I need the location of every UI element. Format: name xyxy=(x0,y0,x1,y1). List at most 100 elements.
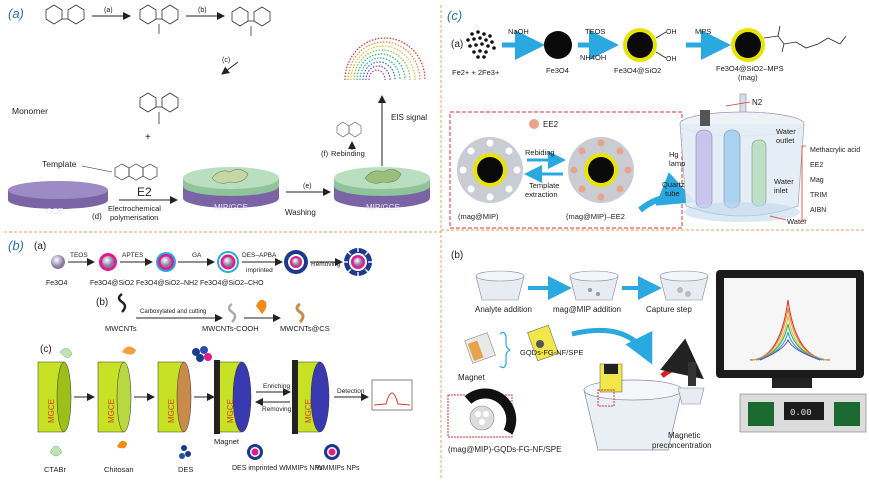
fe3o4-c-label: Fe3O4 xyxy=(546,66,569,75)
mag-mip-ee2-particle xyxy=(568,137,634,203)
fe3o4-sio2-c-label: Fe3O4@SiO2 xyxy=(614,66,661,75)
mgce-label-5: MGCE xyxy=(304,399,313,423)
panel-c-sub-a: (a) xyxy=(451,39,463,50)
arrow-red-magnetic xyxy=(660,338,704,380)
water-outlet-label-1: Water xyxy=(776,127,796,136)
fe3o4-sio2-cho-label: Fe3O4@SiO2–CHO xyxy=(200,280,264,287)
nh4oh-label: NH4OH xyxy=(580,53,606,62)
water-pointer xyxy=(769,215,787,221)
chemical-2: EE2 xyxy=(810,162,823,169)
mgce-electrode-1: MGCE xyxy=(37,361,72,433)
detection-label: Detection xyxy=(337,388,365,395)
step-a-label: (a) xyxy=(104,7,113,14)
mip-gce-washed-electrode: MIP/GCE xyxy=(334,167,430,212)
template-pointer xyxy=(81,165,113,173)
quartz-label-2: tube xyxy=(665,189,680,198)
template-extraction-label-2: extraction xyxy=(525,190,558,199)
chemicals-bracket xyxy=(801,145,806,221)
ee2-label: EE2 xyxy=(543,120,559,129)
magnet-label-b: Magnet xyxy=(214,437,240,446)
magnetic-cup xyxy=(677,362,705,405)
mps-label: MPS xyxy=(695,27,711,36)
mwcnt-cs-icon xyxy=(295,302,305,324)
photoreactor-vessel xyxy=(679,93,805,222)
mag-mip-particle xyxy=(457,137,523,203)
magnetic-label-2: preconcentration xyxy=(652,441,712,450)
mwcnt-cooh-label: MWCNTs-COOH xyxy=(202,324,259,333)
mip-gce-washed-label: MIP/GCE xyxy=(366,203,400,212)
mag-label: (mag) xyxy=(738,73,758,82)
mgce-label-2: MGCE xyxy=(107,399,116,423)
wmmip-np xyxy=(344,248,372,276)
capture-label: Capture step xyxy=(646,305,692,314)
fe3o4-label: Fe3O4 xyxy=(46,280,68,287)
mag-mip-label: (mag@MIP) xyxy=(458,212,499,221)
potentiostat-device: 0.00 xyxy=(739,393,867,433)
fe-ions-cluster xyxy=(466,30,496,59)
water-inlet-label-2: inlet xyxy=(774,186,789,195)
step-f-label: (f) xyxy=(321,149,329,158)
chemical-1: Methacrylic acid xyxy=(810,147,860,154)
enriching-label: Enriching xyxy=(263,383,290,390)
panel-b-sub-a: (a) xyxy=(34,241,46,252)
teos-c-label: TEOS xyxy=(585,27,605,36)
hg-lamp-label-1: Hg xyxy=(669,150,679,159)
imprinted-label: imprinted xyxy=(246,267,273,274)
panel-b-sub-c: (c) xyxy=(40,344,52,355)
gce-label: GCE xyxy=(46,207,63,216)
arrow-step-c xyxy=(221,61,239,75)
computer-monitor xyxy=(716,270,864,388)
detection-peak-plot xyxy=(371,379,413,411)
mwcnt-cooh-icon xyxy=(227,302,237,323)
legend-des-icon xyxy=(179,445,191,459)
rebinding-molecule xyxy=(336,121,362,138)
legend-des-label: DES xyxy=(178,465,193,474)
analyte-label: Analyte addition xyxy=(475,305,532,314)
water-inlet-label-1: Water xyxy=(774,177,794,186)
bracket-icon xyxy=(499,331,512,369)
des-np-cluster xyxy=(192,346,212,362)
mip-addition-label: mag@MIP addition xyxy=(553,305,621,314)
des-apba-label: DES–APBA xyxy=(242,252,277,259)
fe3o4-sio2-nh2-label: Fe3O4@SiO2–NH2 xyxy=(136,280,198,287)
mgce-electrode-3: MGCE xyxy=(157,361,192,433)
rebinding-label: Rebinding xyxy=(331,149,365,158)
eis-nyquist-plot xyxy=(344,37,426,81)
legend-des-imprinted-icon xyxy=(247,444,263,460)
display-readout: 0.00 xyxy=(790,408,812,418)
ethylcarbazole-molecule xyxy=(139,4,179,34)
fe3o4-particle xyxy=(51,255,65,269)
des-imprinted-np xyxy=(284,250,308,274)
ee2-icon xyxy=(529,119,539,129)
ctabr-drop-1 xyxy=(59,348,73,358)
cup-mip xyxy=(569,270,619,301)
fe3o4-sio2-mps-label: Fe3O4@SiO2–MPS xyxy=(716,64,784,73)
legend-ctabr-icon xyxy=(49,445,63,457)
n2-label: N2 xyxy=(752,98,763,107)
panel-c: (c) (a) Fe2+ + 2Fe3+ NaOH Fe3O4 TEOS NH4… xyxy=(447,8,867,454)
chemical-5: AIBN xyxy=(810,207,826,214)
gce-electrode: GCE xyxy=(8,181,108,216)
mgce-electrode-5: MGCE xyxy=(292,360,330,434)
mip-schematic-box xyxy=(449,111,683,229)
nitro-carbazole-molecule xyxy=(231,6,271,36)
mgce-label-4: MGCE xyxy=(226,399,235,423)
legend-chitosan-label: Chitosan xyxy=(104,465,134,474)
magnet-icon xyxy=(464,332,496,364)
e2-label: E2 xyxy=(137,185,152,199)
zoom-inset xyxy=(447,388,517,438)
mgce-electrode-2: MGCE xyxy=(97,361,132,433)
polymerisation-label: polymerisation xyxy=(110,213,158,222)
eis-label: EIS signal xyxy=(391,113,427,122)
naoh-label: NaOH xyxy=(508,27,529,36)
removing-label: Removing xyxy=(311,261,341,268)
panel-b-sub-b: (b) xyxy=(96,297,108,308)
legend-ctabr-label: CTABr xyxy=(44,465,66,474)
mgce-electrode-4: MGCE xyxy=(214,360,252,434)
chitosan-icon xyxy=(256,299,267,314)
bottom-label: (mag@MIP)-GQDs-FG-NF/SPE xyxy=(448,445,561,454)
legend-wmmip-icon xyxy=(324,444,340,460)
magnet-label-c: Magnet xyxy=(458,373,485,382)
panel-c-sub-b: (b) xyxy=(451,250,463,261)
